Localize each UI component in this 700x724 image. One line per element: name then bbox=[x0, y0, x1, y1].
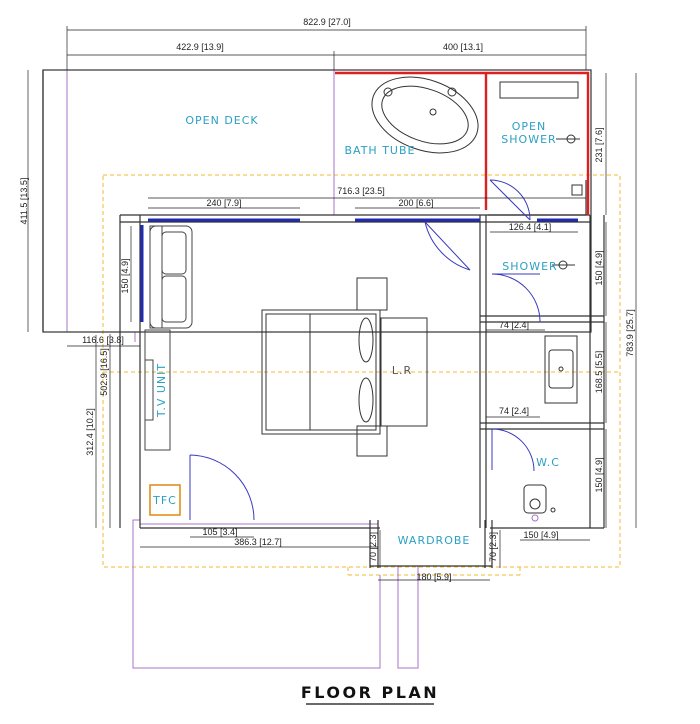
plan-title: FLOOR PLAN bbox=[301, 683, 439, 702]
door-swings bbox=[189, 179, 541, 521]
dim-window-left: 240 [7.9] bbox=[206, 198, 241, 208]
dim-shower-height: 150 [4.9] bbox=[594, 250, 604, 285]
label-wc: W.C bbox=[536, 456, 560, 469]
dim-wardrobe-width: 180 [5.9] bbox=[416, 572, 451, 582]
walls bbox=[42, 69, 605, 568]
bed bbox=[261, 277, 428, 457]
label-shower: SHOWER bbox=[502, 260, 557, 273]
label-open-shower-line2: SHOWER bbox=[501, 133, 556, 146]
label-open-shower-line1: OPEN bbox=[512, 120, 546, 133]
label-bath-tube: BATH TUBE bbox=[345, 144, 416, 157]
dim-window-right: 200 [6.6] bbox=[398, 198, 433, 208]
dim-door-width: 105 [3.4] bbox=[202, 527, 237, 537]
wc-toilet bbox=[523, 484, 556, 522]
dim-open-shower-height: 231 [7.6] bbox=[594, 127, 604, 162]
red-bath-walls bbox=[335, 71, 590, 215]
dim-room-width: 716.3 [23.5] bbox=[337, 186, 385, 196]
blue-windows bbox=[140, 218, 578, 322]
dim-lower-depth: 312.4 [10.2] bbox=[85, 408, 95, 456]
label-open-deck: OPEN DECK bbox=[185, 114, 258, 127]
dim-room-depth: 502.9 [16.5] bbox=[99, 348, 109, 396]
dim-bath-width: 400 [13.1] bbox=[443, 42, 483, 52]
dim-wardrobe-right: 70 [2.3] bbox=[488, 532, 498, 562]
dim-sofa-window: 150 [4.9] bbox=[120, 258, 130, 293]
orange-dashed-boundary bbox=[102, 174, 621, 576]
label-tfc: TFC bbox=[152, 494, 177, 507]
dim-total-width: 822.9 [27.0] bbox=[303, 17, 351, 27]
dim-shower-wall: 126.4 [4.1] bbox=[509, 222, 552, 232]
dim-deck-width: 422.9 [13.9] bbox=[176, 42, 224, 52]
dim-deck-offset: 116.6 [3.8] bbox=[82, 335, 124, 345]
dim-entry-width: 386.3 [12.7] bbox=[234, 537, 282, 547]
dim-wardrobe-left: 70 [2.3] bbox=[368, 532, 378, 562]
vanity-sink bbox=[544, 335, 578, 404]
dim-wc-height: 150 [4.9] bbox=[594, 457, 604, 492]
label-wardrobe: WARDROBE bbox=[398, 534, 471, 547]
dim-vanity-height: 168.5 [5.5] bbox=[594, 351, 604, 394]
bathtub bbox=[371, 76, 479, 154]
label-lr: L.R bbox=[392, 364, 412, 377]
tfc-box bbox=[149, 484, 181, 516]
label-tv-unit: T.V UNIT bbox=[155, 363, 168, 418]
sofa bbox=[149, 225, 193, 329]
dimension-lines bbox=[27, 26, 637, 581]
dim-partition-2: 74 [2.4] bbox=[499, 406, 529, 416]
dim-total-height: 783.9 [25.7] bbox=[625, 309, 635, 357]
shower-fixtures bbox=[499, 81, 583, 270]
tv-unit bbox=[144, 329, 171, 451]
dim-partition-1: 74 [2.4] bbox=[499, 320, 529, 330]
dim-left-outer-height: 411.5 [13.5] bbox=[19, 178, 29, 225]
dim-wc-width: 150 [4.9] bbox=[523, 530, 558, 540]
